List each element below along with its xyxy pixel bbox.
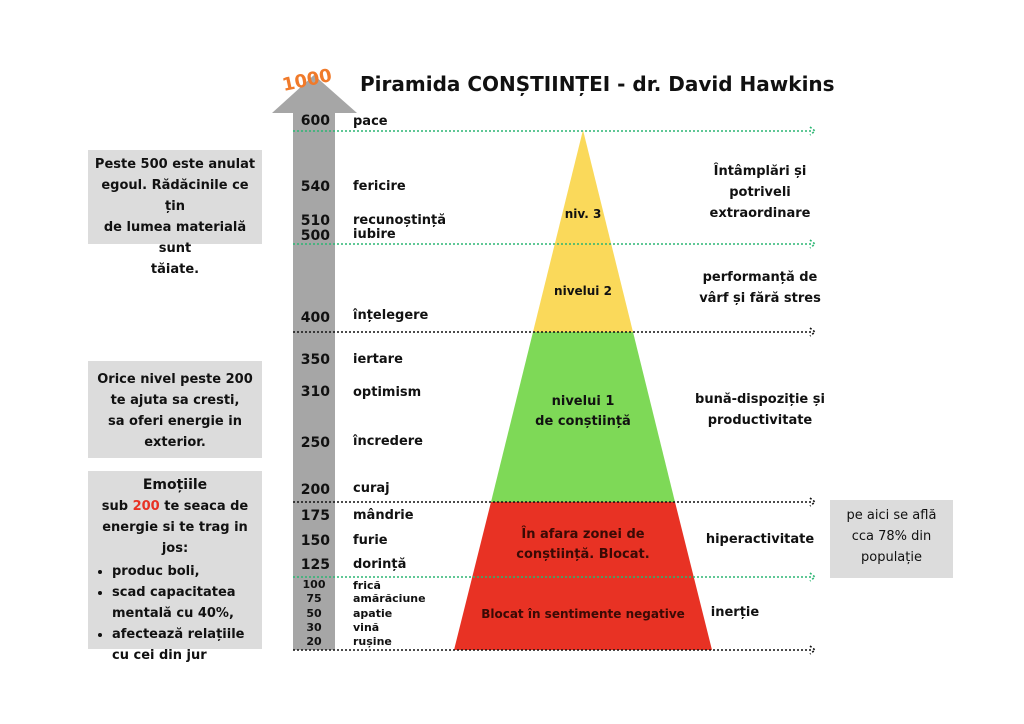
level-label: curaj [353, 481, 390, 496]
page-title: Piramida CONȘTIINȚEI - dr. David Hawkins [360, 72, 835, 96]
highlight-200: 200 [132, 499, 160, 514]
level-label: apatie [353, 607, 393, 620]
level-value: 175 [300, 508, 330, 524]
level-label: amărăciune [353, 592, 426, 605]
level-value: 350 [300, 352, 330, 368]
pyramid-label-red1: În afara zonei de conștiință. Blocat. [493, 525, 673, 565]
level-label: pace [353, 114, 388, 129]
gray-arrow [272, 75, 357, 650]
text-line: Orice nivel peste 200 [97, 372, 253, 387]
info-box-below-200: Emoțiile sub 200 te seaca de energie si … [88, 471, 262, 663]
level-label: furie [353, 533, 388, 548]
level-value: 150 [300, 533, 330, 549]
pyramid-label-niv2: nivelui 2 [554, 284, 612, 298]
text-line: exterior. [144, 435, 206, 450]
level-label: fericire [353, 179, 406, 194]
level-label: înțelegere [353, 308, 429, 323]
effects-list: produc boli, scad capacitatea mentală cu… [90, 561, 260, 666]
level-value: 50 [306, 607, 322, 620]
text-line: vârf și fără stres [699, 291, 821, 306]
text-line: performanță de [702, 270, 818, 285]
right-text-5: inerție [710, 605, 760, 620]
right-text-4: hiperactivitate [705, 532, 815, 547]
niv1-line: de conștiință [535, 414, 631, 429]
pyramid-label-niv1: nivelui 1 de conștiință [513, 392, 653, 432]
level-value: 540 [300, 179, 330, 195]
level-value: 100 [302, 578, 326, 591]
text-line: Întâmplări și [713, 164, 807, 179]
level-value: 600 [300, 113, 330, 129]
text-line: populație [861, 550, 922, 565]
text-line: potriveli [729, 185, 791, 200]
level-value: 200 [300, 482, 330, 498]
pyramid-green [491, 332, 675, 502]
text-line: extraordinare [709, 206, 811, 221]
info-box-500: Peste 500 este anulat egoul. Rădăcinile c… [88, 150, 262, 277]
pyramid-yellow [533, 130, 633, 332]
level-value: 20 [306, 635, 322, 648]
level-label: iubire [353, 227, 396, 242]
text-line: cca 78% din [851, 529, 932, 544]
text-line: te ajuta sa cresti, [110, 393, 240, 408]
text-line: egoul. Rădăcinile ce țin [101, 178, 249, 214]
level-label: frică [353, 579, 381, 592]
pyramid-red [454, 502, 712, 650]
list-item: produc boli, [112, 561, 260, 582]
info-box-200: Orice nivel peste 200 te ajuta sa cresti,… [88, 361, 262, 458]
level-label: recunoștință [353, 213, 447, 228]
text-line: productivitate [707, 413, 813, 428]
right-text-2: performanță de vârf și fără stres [680, 267, 840, 309]
text-line: tăiate. [150, 262, 200, 277]
text-line: sa oferi energie in [108, 414, 242, 429]
right-text-3: bună-dispoziție și productivitate [670, 389, 850, 431]
population-note: pe aici se află cca 78% din populație [830, 500, 953, 578]
text-line: bună-dispoziție și [695, 392, 825, 407]
list-item: afectează relațiile cu cei din jur [112, 624, 260, 666]
text-line: de lumea materială sunt [103, 220, 247, 256]
red1-line: conștiință. Blocat. [516, 547, 650, 562]
level-label: încredere [353, 434, 423, 449]
text-line: energie si te trag in jos: [102, 520, 248, 556]
level-value: 510 [300, 213, 330, 229]
text-line: sub 200 te seaca de [90, 496, 260, 517]
level-value: 125 [300, 557, 330, 573]
red1-line: În afara zonei de [521, 527, 645, 542]
level-value: 500 [300, 228, 330, 244]
box-heading: Emoțiile [142, 477, 208, 493]
level-label: rușine [353, 635, 392, 648]
niv1-line: nivelui 1 [551, 394, 615, 409]
text-part: sub [101, 499, 133, 514]
level-value: 310 [300, 384, 330, 400]
text-line: pe aici se află [846, 508, 937, 523]
green-dotted-lines [293, 126, 817, 582]
level-label: optimism [353, 385, 422, 400]
right-text-1: Întâmplări și potriveli extraordinare [680, 161, 840, 224]
text-part: te seaca de [159, 499, 249, 514]
level-value: 75 [306, 592, 322, 605]
list-item: scad capacitatea mentală cu 40%, [112, 582, 260, 624]
level-value: 400 [300, 310, 330, 326]
level-label: vină [353, 621, 380, 634]
text-line: Peste 500 este anulat [94, 157, 256, 172]
level-label: mândrie [353, 508, 414, 523]
level-value: 30 [306, 621, 322, 634]
level-value: 250 [300, 435, 330, 451]
pyramid-label-red2: Blocat în sentimente negative [481, 607, 685, 621]
black-dotted-lines [293, 327, 817, 655]
level-label: iertare [353, 352, 403, 367]
level-label: dorință [353, 557, 407, 572]
pyramid-label-niv3: niv. 3 [564, 207, 602, 221]
